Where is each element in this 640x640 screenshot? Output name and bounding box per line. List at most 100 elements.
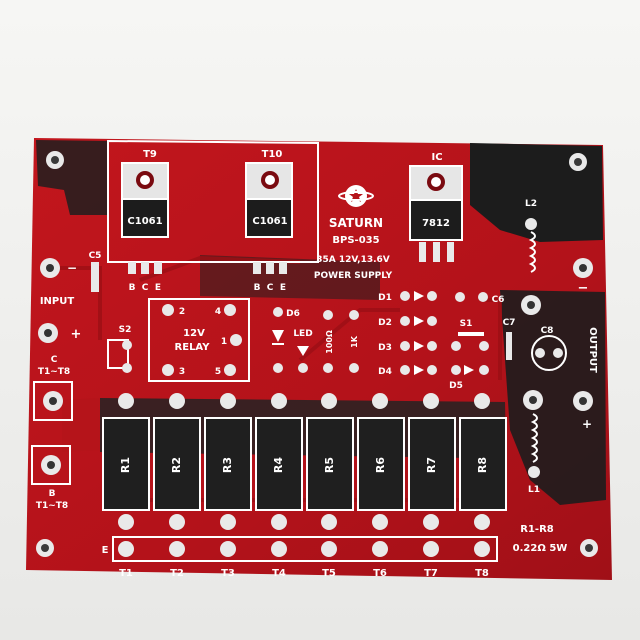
pcb-detail-75 (433, 242, 440, 262)
relay-pin1: 1 (221, 337, 227, 347)
pcb-detail-72 (409, 199, 463, 241)
output-minus: − (578, 281, 589, 296)
pcb-detail-136 (414, 291, 424, 301)
t9-ref: T9 (143, 149, 157, 160)
pcb-detail-106 (162, 364, 174, 376)
pcb-detail-61 (349, 189, 363, 202)
r100-label: 100Ω (325, 330, 334, 354)
output-section: L2 − C7 C8 OUTPUT + L1 R1-R8 0.22Ω 5W (503, 199, 598, 554)
pcb-detail-71 (431, 177, 441, 187)
pcb-detail-76 (447, 242, 454, 262)
pcb-detail-123 (298, 363, 308, 373)
resistor-r4: R4 (255, 393, 303, 530)
pcb-detail-232 (321, 541, 337, 557)
pcb-detail-118 (272, 330, 284, 342)
c7-label: C7 (503, 318, 516, 328)
l2-label: L2 (525, 199, 537, 209)
s2-label: S2 (119, 325, 132, 335)
pcb-detail-137 (427, 291, 437, 301)
pcb-detail-201 (271, 393, 287, 409)
t9-part: C1061 (127, 216, 162, 227)
input-label: INPUT (40, 296, 75, 307)
pcb-detail-212 (357, 417, 405, 511)
pcb-detail-180 (528, 466, 540, 478)
pcb-detail-42 (154, 262, 162, 274)
resistor-r3: R3 (204, 393, 252, 530)
pcb-detail-51 (245, 198, 293, 238)
ic-part: 7812 (422, 218, 450, 229)
label-resistors-0: R1 (119, 457, 132, 473)
pcb-detail-168 (506, 332, 512, 360)
label-resistors-7: R8 (476, 457, 489, 473)
resistor-value: 0.22Ω 5W (513, 543, 568, 554)
label-resistors-2: R3 (221, 457, 234, 473)
resistor-r8: R8 (459, 393, 507, 530)
pcb-detail-189 (118, 514, 134, 530)
pcb-detail-219 (423, 514, 439, 530)
emitter-t7: T7 (424, 568, 438, 579)
pcb-detail-235 (474, 541, 490, 557)
emitter-t4: T4 (272, 568, 286, 579)
pcb-detail-194 (169, 514, 185, 530)
d4-label: D4 (378, 367, 392, 377)
pcb-detail-147 (455, 292, 465, 302)
t10-e: E (280, 283, 286, 293)
input-section: C5 − INPUT + C T1~T8 B T1~T8 (31, 251, 102, 511)
pcb-detail-204 (271, 514, 287, 530)
pcb-detail-53 (253, 262, 261, 274)
t10-ref: T10 (262, 149, 283, 160)
pcb-detail-230 (220, 541, 236, 557)
label-resistors-1: R2 (170, 457, 183, 473)
regulator-ic: IC 7812 (409, 152, 463, 262)
led-label: LED (293, 329, 312, 339)
t1t8-bottom-label: T1~T8 (36, 501, 68, 511)
pcb-detail-197 (204, 417, 252, 511)
pcb-detail-154 (451, 365, 461, 375)
emitter-t2: T2 (170, 568, 184, 579)
emitter-t5: T5 (322, 568, 336, 579)
pcb-detail-143 (427, 341, 437, 351)
d2-label: D2 (378, 318, 392, 328)
emitter-t8: T8 (475, 568, 489, 579)
c5-label: C5 (89, 251, 102, 261)
input-minus: − (67, 261, 77, 275)
pcb-detail-234 (423, 541, 439, 557)
pcb-detail-29 (41, 544, 49, 552)
copper-center-block (200, 255, 380, 300)
pcb-detail-153 (479, 341, 489, 351)
pcb-detail-122 (297, 346, 309, 356)
pcb-detail-178 (529, 396, 537, 404)
pcb-detail-50 (265, 175, 275, 185)
pcb-detail-41 (141, 262, 149, 274)
relay-line1: 12V (183, 328, 205, 339)
transistor-t9: T9 C1061 B C E (121, 149, 169, 293)
copper-top-right (470, 143, 603, 242)
pcb-detail-146 (427, 365, 437, 375)
pcb-detail-199 (220, 514, 236, 530)
pcb-detail-196 (220, 393, 236, 409)
brand-block: SATURN BPS-035 35A 12V,13.6V POWER SUPPL… (314, 185, 393, 281)
output-plus: + (582, 417, 592, 431)
pcb-detail-191 (169, 393, 185, 409)
output-label: OUTPUT (587, 327, 598, 373)
r1k-label: 1K (350, 335, 359, 348)
d1-label: D1 (378, 293, 392, 303)
pcb-detail-124 (323, 310, 333, 320)
t9-b: B (129, 283, 136, 293)
pcb-detail-166 (527, 301, 535, 309)
board-title: POWER SUPPLY (314, 271, 393, 281)
relay-pin3: 3 (179, 367, 185, 377)
pcb-detail-129 (349, 363, 359, 373)
c-label: C (51, 355, 58, 365)
label-resistors-3: R4 (272, 457, 285, 473)
emitter-t6: T6 (373, 568, 387, 579)
pcb-detail-224 (474, 514, 490, 530)
pcb-detail-222 (459, 417, 507, 511)
pcb-detail-81 (46, 264, 54, 272)
pcb-detail-94 (47, 461, 55, 469)
pcb-detail-163 (579, 264, 587, 272)
pcb-detail-141 (400, 341, 410, 351)
pcb-detail-152 (451, 341, 461, 351)
pcb-detail-156 (479, 365, 489, 375)
